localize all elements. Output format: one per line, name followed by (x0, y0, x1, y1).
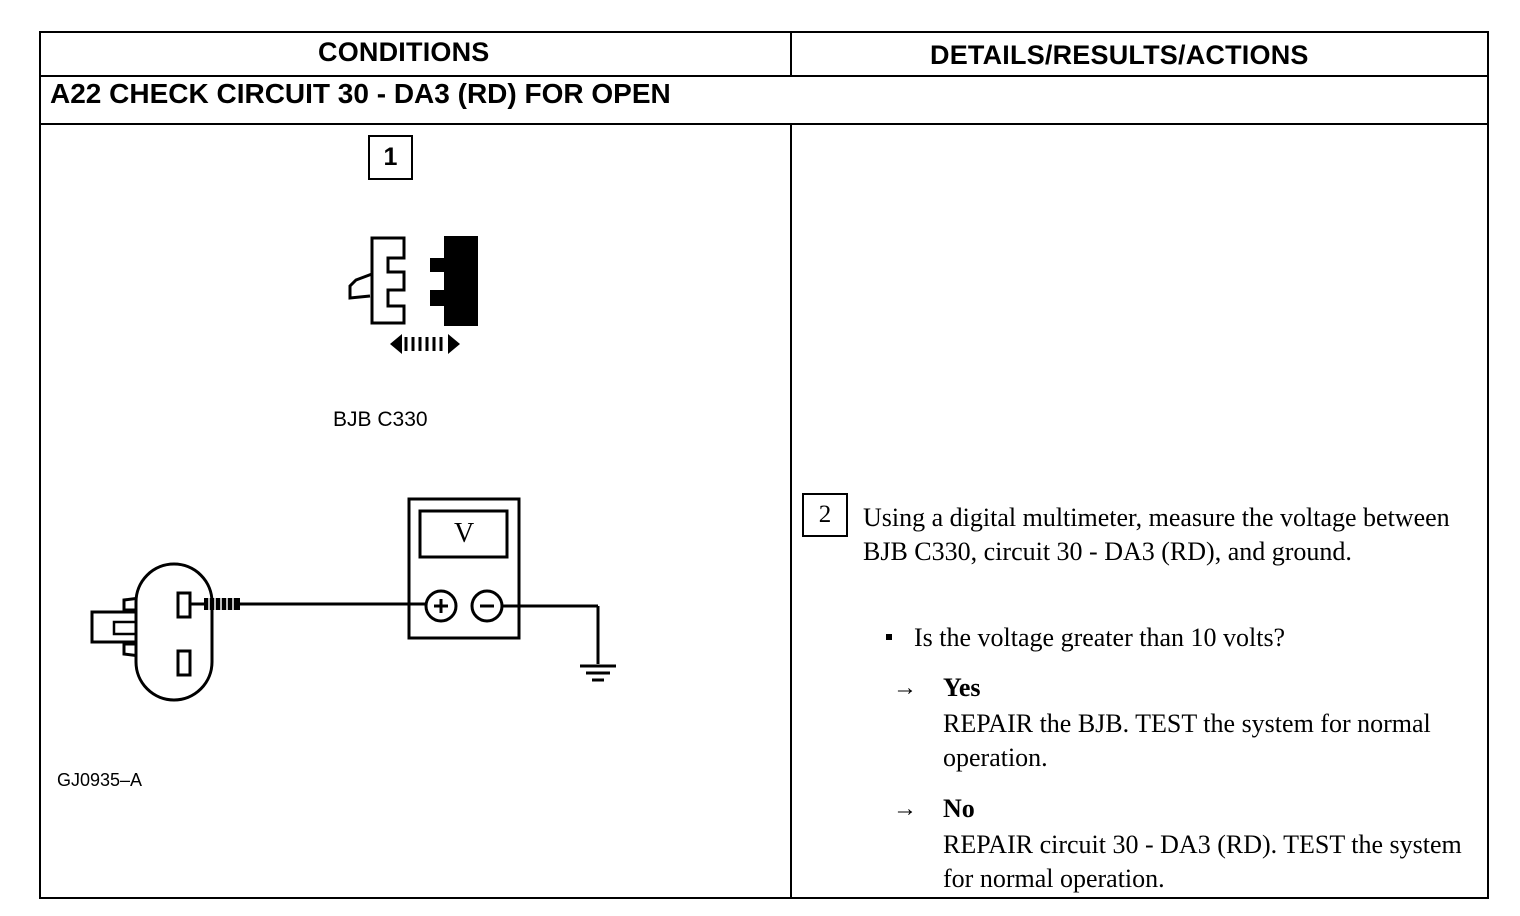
step-2-box: 2 (802, 493, 848, 537)
bullet-icon (886, 634, 892, 641)
test-title: A22 CHECK CIRCUIT 30 - DA3 (RD) FOR OPEN (50, 78, 671, 109)
step-1-box: 1 (368, 135, 413, 180)
procedure-table (39, 31, 1489, 899)
conditions-header: CONDITIONS (318, 37, 490, 67)
result-yes-action: REPAIR the BJB. TEST the system for norm… (943, 709, 1431, 772)
result-yes-label: Yes (943, 673, 981, 702)
test-lead-wire (190, 598, 600, 664)
column-divider (790, 123, 792, 899)
question-text: Is the voltage greater than 10 volts? (914, 623, 1286, 652)
step-2-instruction: Using a digital multimeter, measure the … (863, 503, 1450, 566)
arrow-right-icon: → (893, 796, 917, 822)
meter-display-label: V (454, 518, 475, 549)
step-2-question: Is the voltage greater than 10 volts? (886, 621, 1285, 655)
ground-icon (580, 664, 616, 682)
connector-disconnect-icon (348, 236, 478, 354)
multimeter-icon (407, 497, 521, 640)
details-header: DETAILS/RESULTS/ACTIONS (930, 40, 1309, 70)
result-no-label: No (943, 794, 975, 823)
figure-id: GJ0935–A (57, 770, 143, 790)
header-divider (39, 75, 1489, 77)
arrow-right-icon: → (893, 675, 917, 701)
column-divider-top (790, 31, 792, 76)
result-no-action: REPAIR circuit 30 - DA3 (RD). TEST the s… (943, 830, 1462, 893)
connector-label: BJB C330 (333, 408, 428, 431)
title-divider (39, 123, 1489, 125)
connector-face-icon (90, 562, 214, 702)
